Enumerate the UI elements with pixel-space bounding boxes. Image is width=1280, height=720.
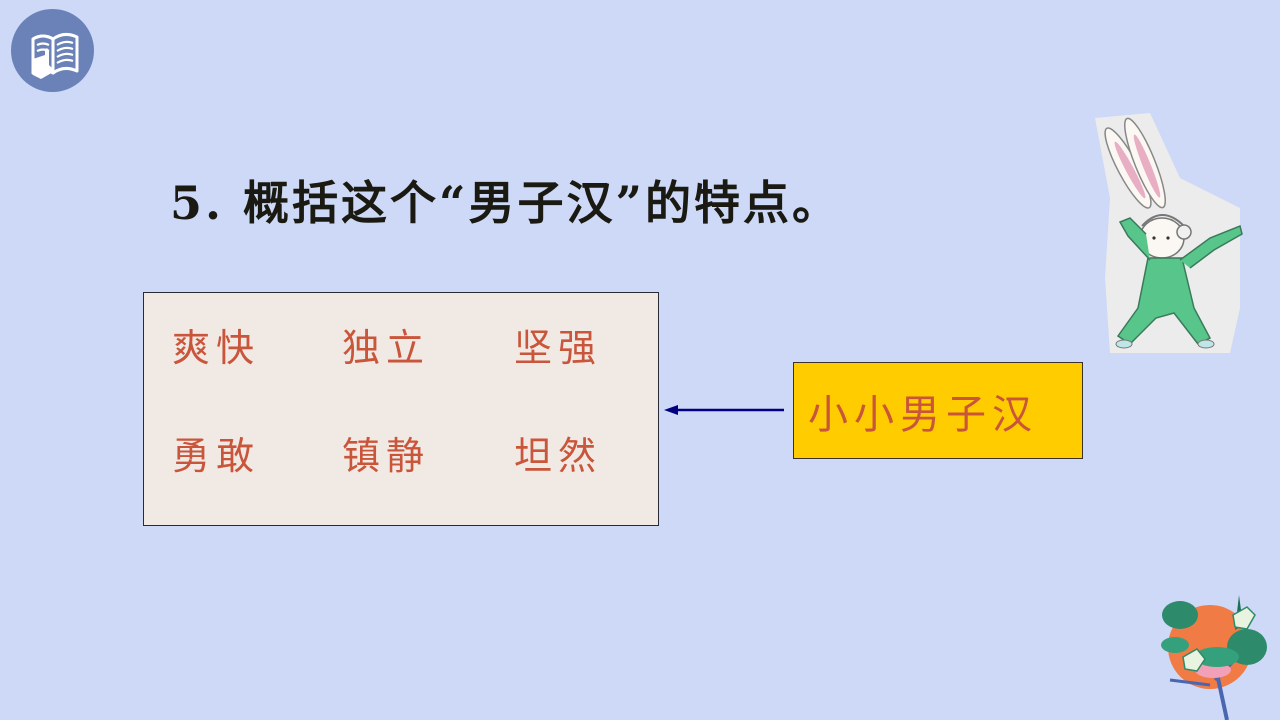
arrow-left-icon xyxy=(664,405,784,415)
trait-word: 坚强 xyxy=(514,326,603,370)
rabbit-illustration-icon xyxy=(1095,113,1243,353)
traits-box: 爽快 独立 坚强 勇敢 镇静 坦然 xyxy=(143,292,659,526)
label-text: 小小男子汉 xyxy=(808,391,1038,438)
trait-word: 勇敢 xyxy=(172,434,261,478)
trait-word: 独立 xyxy=(342,326,431,370)
book-logo-icon xyxy=(11,9,94,92)
trait-word: 坦然 xyxy=(514,434,603,478)
trait-word: 镇静 xyxy=(342,434,431,478)
flower-illustration-icon xyxy=(1161,595,1267,720)
label-box: 小小男子汉 xyxy=(793,362,1083,459)
trait-word: 爽快 xyxy=(172,326,261,370)
question-title: 5. 概括这个“男子汉”的特点。 xyxy=(170,176,841,230)
